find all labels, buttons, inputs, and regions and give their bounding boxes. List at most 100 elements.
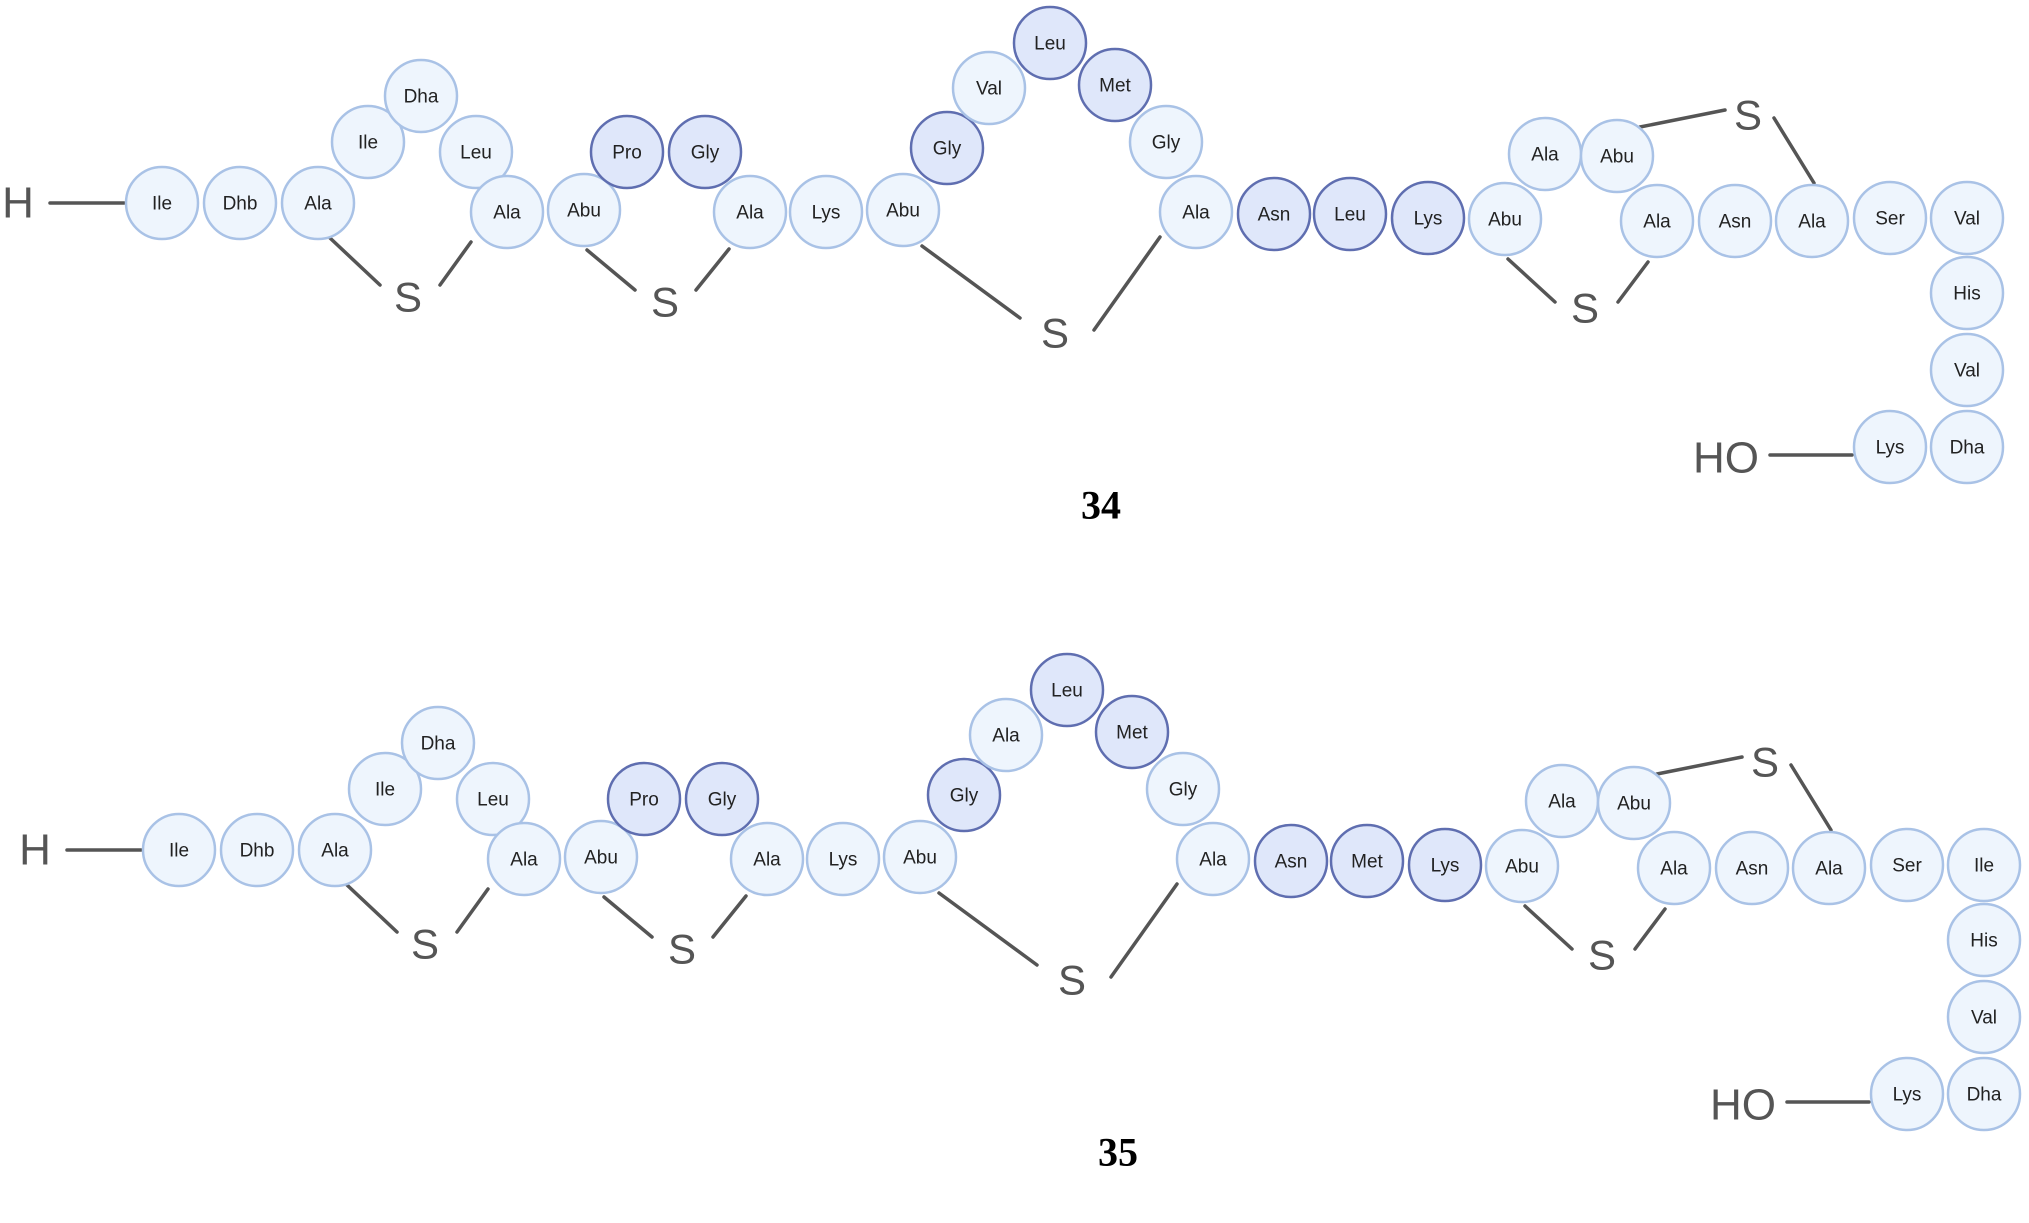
residue-leu: Leu xyxy=(1029,652,1105,728)
thioether-bond xyxy=(1789,763,1833,832)
residue-circle xyxy=(1636,830,1712,906)
residue-pro: Pro xyxy=(589,114,665,190)
residue-ala: Ala xyxy=(486,821,562,897)
residue-val: Val xyxy=(1929,332,2005,408)
residue-ala: Ala xyxy=(469,174,545,250)
residue-leu: Leu xyxy=(438,114,514,190)
residue-circle xyxy=(455,761,531,837)
residue-label: Ala xyxy=(1798,212,1826,233)
residue-ala: Ala xyxy=(1507,116,1583,192)
residue-label: Val xyxy=(1971,1008,1997,1029)
residue-label: Dhb xyxy=(240,841,275,862)
residue-val: Val xyxy=(1946,979,2022,1055)
sulfur-atom: S xyxy=(1734,92,1762,139)
residue-circle xyxy=(1407,827,1483,903)
residue-label: Gly xyxy=(933,139,962,160)
residue-circle xyxy=(124,165,200,241)
residue-label: Ala xyxy=(510,850,538,871)
residue-label: Gly xyxy=(691,143,720,164)
residue-ala: Ala xyxy=(729,821,805,897)
residue-circle xyxy=(297,812,373,888)
thioether-bond xyxy=(1109,882,1179,979)
residue-circle xyxy=(486,821,562,897)
residue-abu: Abu xyxy=(882,819,958,895)
residue-asn: Asn xyxy=(1253,823,1329,899)
residue-abu: Abu xyxy=(1484,828,1560,904)
residue-circle xyxy=(968,697,1044,773)
residue-circle xyxy=(563,819,639,895)
residue-label: Ala xyxy=(1643,212,1671,233)
thioether-bond xyxy=(438,240,473,287)
thioether-bond xyxy=(328,236,382,287)
n-terminus-label: H xyxy=(2,179,34,228)
residue-label: Gly xyxy=(1152,133,1181,154)
thioether-bond xyxy=(1616,260,1650,304)
residue-ala: Ala xyxy=(1774,183,1850,259)
thioether-bond xyxy=(1638,108,1727,129)
residue-label: Lys xyxy=(829,850,858,871)
residue-circle xyxy=(1312,176,1388,252)
residue-ile: Ile xyxy=(124,165,200,241)
residue-label: Ile xyxy=(1974,856,1994,877)
residue-circle xyxy=(684,761,760,837)
residue-label: Abu xyxy=(903,848,937,869)
residue-label: Asn xyxy=(1275,852,1308,873)
residue-label: Dha xyxy=(1950,438,1985,459)
residue-gly: Gly xyxy=(909,110,985,186)
sulfur-atom: S xyxy=(651,279,679,326)
residue-circle xyxy=(909,110,985,186)
residue-circle xyxy=(1869,827,1945,903)
residue-asn: Asn xyxy=(1236,176,1312,252)
residue-met: Met xyxy=(1077,47,1153,123)
residue-dha: Dha xyxy=(400,705,476,781)
residue-label: Ala xyxy=(493,203,521,224)
residue-circle xyxy=(546,172,622,248)
residue-circle xyxy=(202,165,278,241)
residue-asn: Asn xyxy=(1714,830,1790,906)
residue-label: Asn xyxy=(1736,859,1769,880)
residue-circle xyxy=(1579,118,1655,194)
residue-circle xyxy=(865,172,941,248)
sulfur-atom: S xyxy=(1041,310,1069,357)
residue-circle xyxy=(141,812,217,888)
thioether-bond xyxy=(1633,907,1667,951)
residue-label: Leu xyxy=(1334,205,1366,226)
thioether-bond xyxy=(694,247,731,292)
residue-circle xyxy=(729,821,805,897)
residue-label: Lys xyxy=(1876,438,1905,459)
residue-circle xyxy=(1852,180,1928,256)
residue-circle xyxy=(1484,828,1560,904)
residue-label: Abu xyxy=(567,201,601,222)
residue-gly: Gly xyxy=(667,114,743,190)
residue-ala: Ala xyxy=(968,697,1044,773)
residue-ala: Ala xyxy=(1619,183,1695,259)
residue-gly: Gly xyxy=(926,757,1002,833)
residue-label: Ala xyxy=(1660,859,1688,880)
residue-label: Ile xyxy=(152,194,172,215)
residue-ala: Ala xyxy=(712,174,788,250)
residue-circle xyxy=(1774,183,1850,259)
residue-label: Dha xyxy=(1967,1085,2002,1106)
residue-label: Ala xyxy=(992,726,1020,747)
residue-label: Ala xyxy=(1815,859,1843,880)
residue-label: Lys xyxy=(1431,856,1460,877)
residue-circle xyxy=(926,757,1002,833)
residue-val: Val xyxy=(1929,180,2005,256)
residue-circle xyxy=(1329,823,1405,899)
residue-label: Met xyxy=(1116,723,1148,744)
residue-circle xyxy=(1175,821,1251,897)
residue-circle xyxy=(882,819,958,895)
residue-label: Abu xyxy=(1488,210,1522,231)
residue-circle xyxy=(1929,332,2005,408)
residue-label: Ile xyxy=(169,841,189,862)
residue-lys: Lys xyxy=(1869,1056,1945,1132)
residue-circle xyxy=(400,705,476,781)
residue-label: Ile xyxy=(358,133,378,154)
residue-met: Met xyxy=(1329,823,1405,899)
thioether-bond xyxy=(585,248,637,292)
residue-label: Ser xyxy=(1875,209,1905,230)
residue-label: Val xyxy=(1954,361,1980,382)
residue-circle xyxy=(1929,409,2005,485)
